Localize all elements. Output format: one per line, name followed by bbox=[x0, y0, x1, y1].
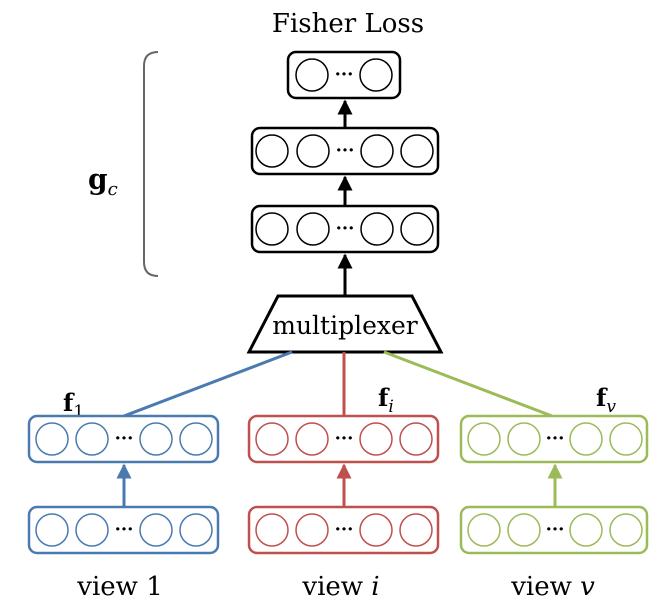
viewi-feature-layer: ··· bbox=[247, 414, 440, 464]
ellipsis: ··· bbox=[546, 519, 565, 540]
ellipsis: ··· bbox=[115, 428, 134, 449]
neuron-circle bbox=[296, 134, 330, 168]
feature-label-f1: f1 bbox=[63, 388, 84, 422]
viewv-input-layer: ··· bbox=[459, 505, 649, 555]
ellipsis: ··· bbox=[115, 519, 134, 540]
neuron-circle bbox=[295, 58, 329, 92]
connector-view1 bbox=[123, 350, 293, 418]
view-label-v: view v bbox=[510, 572, 595, 602]
ellipsis: ··· bbox=[335, 64, 354, 85]
connector-viewv bbox=[383, 350, 553, 418]
neuron-circle bbox=[359, 58, 393, 92]
neuron-circle bbox=[75, 513, 109, 547]
feature-label-fv: fv bbox=[596, 383, 616, 417]
neuron-circle bbox=[295, 422, 329, 456]
neuron-circle bbox=[139, 422, 173, 456]
ellipsis: ··· bbox=[336, 218, 355, 239]
neuron-circle bbox=[35, 513, 69, 547]
neuron-circle bbox=[400, 212, 434, 246]
gc-label: gc bbox=[88, 163, 118, 200]
ellipsis: ··· bbox=[336, 140, 355, 161]
neuron-circle bbox=[359, 513, 393, 547]
neuron-circle bbox=[295, 513, 329, 547]
neuron-circle bbox=[399, 422, 433, 456]
neuron-circle bbox=[467, 422, 501, 456]
neuron-circle bbox=[360, 134, 394, 168]
neuron-circle bbox=[255, 212, 289, 246]
neuron-circle bbox=[609, 513, 643, 547]
multiplexer-label: multiplexer bbox=[272, 311, 418, 340]
viewv-feature-layer: ··· bbox=[459, 414, 649, 464]
gc-bracket bbox=[143, 51, 159, 277]
neuron-circle bbox=[35, 422, 69, 456]
neuron-circle bbox=[569, 422, 603, 456]
neuron-circle bbox=[359, 422, 393, 456]
gc-layer-middle: ··· bbox=[250, 126, 440, 176]
neuron-circle bbox=[467, 513, 501, 547]
view1-input-layer: ··· bbox=[27, 505, 220, 555]
neuron-circle bbox=[507, 422, 541, 456]
neuron-circle bbox=[255, 422, 289, 456]
view-label-1: view 1 bbox=[76, 572, 162, 602]
neuron-circle bbox=[400, 134, 434, 168]
neuron-circle bbox=[569, 513, 603, 547]
neuron-circle bbox=[255, 134, 289, 168]
neuron-circle bbox=[179, 513, 213, 547]
fisher-loss-label: Fisher Loss bbox=[272, 9, 424, 39]
ellipsis: ··· bbox=[335, 519, 354, 540]
neuron-circle bbox=[179, 422, 213, 456]
neuron-circle bbox=[75, 422, 109, 456]
neuron-circle bbox=[399, 513, 433, 547]
ellipsis: ··· bbox=[335, 428, 354, 449]
viewi-input-layer: ··· bbox=[247, 505, 440, 555]
view1-feature-layer: ··· bbox=[27, 414, 220, 464]
multiplexer-block bbox=[246, 294, 444, 354]
view-label-i: view i bbox=[301, 572, 379, 602]
gc-layer-top: ··· bbox=[286, 50, 402, 100]
neuron-circle bbox=[360, 212, 394, 246]
neuron-circle bbox=[255, 513, 289, 547]
gc-layer-bottom: ··· bbox=[250, 204, 440, 254]
neuron-circle bbox=[609, 422, 643, 456]
neuron-circle bbox=[139, 513, 173, 547]
feature-label-fi: fi bbox=[378, 383, 394, 417]
neuron-circle bbox=[507, 513, 541, 547]
neuron-circle bbox=[296, 212, 330, 246]
ellipsis: ··· bbox=[546, 428, 565, 449]
